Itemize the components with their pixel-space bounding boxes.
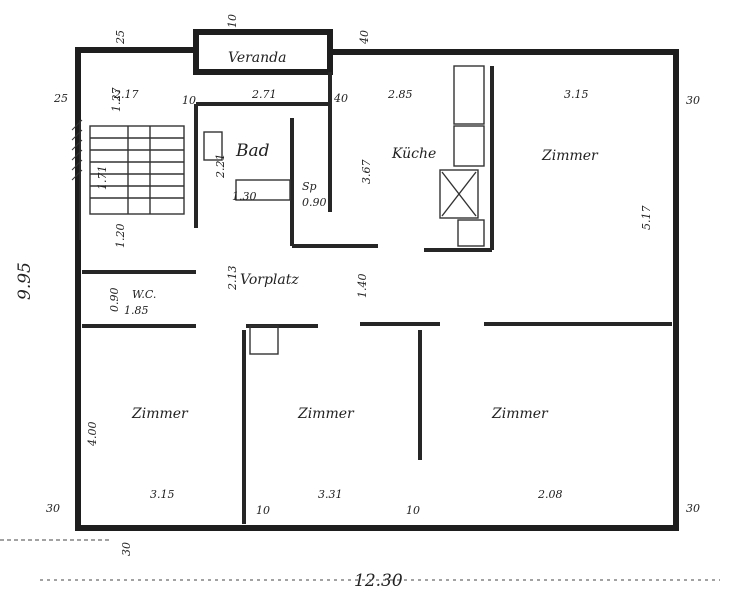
dim-wall-30-bottom: 30 <box>120 542 133 556</box>
wall-hatching <box>71 119 83 181</box>
staircase <box>89 125 185 215</box>
zimmer-bottom-mid-label: Zimmer <box>297 406 355 422</box>
stove <box>439 169 479 219</box>
interior-walls <box>82 66 672 524</box>
dim-wc-h: 0.90 <box>108 288 121 313</box>
dim-total-width: 12.30 <box>354 571 403 591</box>
dim-bad-h: 2.21 <box>214 154 227 180</box>
dim-wall-40-a: 40 <box>333 92 348 105</box>
kitchen-counter <box>453 65 485 167</box>
veranda-outline <box>193 29 333 75</box>
chimney-2 <box>457 219 485 247</box>
dim-wall-30-top-right: 30 <box>686 94 700 107</box>
dim-wall-30-left: 30 <box>46 502 60 515</box>
dim-room1-h: 4.00 <box>86 422 99 448</box>
vorplatz-label: Vorplatz <box>240 272 299 288</box>
dim-hall-w: 1.20 <box>114 224 127 249</box>
dim-wc-w: 1.85 <box>124 304 149 317</box>
dim-stair-w: 2.17 <box>113 88 139 101</box>
dim-wall-25-top: 25 <box>114 30 127 45</box>
outer-walls <box>75 29 679 531</box>
dim-wall-40-top: 40 <box>358 30 371 45</box>
dim-bad-sub: 1.30 <box>232 190 257 203</box>
dim-vorplatz-d: 1.40 <box>356 274 369 299</box>
bad-label: Bad <box>235 141 270 161</box>
veranda-label: Veranda <box>228 50 286 66</box>
dim-wall-10-a: 10 <box>182 94 196 107</box>
bath-tub <box>235 179 291 201</box>
zimmer-bottom-left-label: Zimmer <box>131 406 189 422</box>
dim-zimmer-h: 5.17 <box>640 206 653 231</box>
dim-stair-d: 1.27 <box>110 88 123 113</box>
dim-wall-10-top: 10 <box>226 14 239 28</box>
dim-wall-10-bottom-b: 10 <box>406 504 420 517</box>
dim-stair-l: 1.71 <box>96 166 109 191</box>
wash-basin <box>203 131 223 161</box>
dim-total-height: 9.95 <box>15 262 35 300</box>
dim-bad-w: 2.71 <box>251 88 277 101</box>
dim-kueche-w: 2.85 <box>387 88 413 101</box>
dim-kueche-h: 3.67 <box>360 160 373 185</box>
dim-room3-w: 2.08 <box>537 488 563 501</box>
zimmer-bottom-right-label: Zimmer <box>491 406 549 422</box>
dim-wall-30-right: 30 <box>686 502 700 515</box>
dim-sp-w: 0.90 <box>302 196 327 209</box>
dim-room1-w: 3.15 <box>150 488 175 501</box>
chimney-1 <box>249 325 279 355</box>
speise-label: Sp <box>302 180 317 193</box>
dim-vorplatz-h: 2.13 <box>226 266 239 292</box>
zimmer-top-right-label: Zimmer <box>541 148 599 164</box>
dim-zimmer-w: 3.15 <box>564 88 589 101</box>
dim-room2-w: 3.31 <box>318 488 343 501</box>
kueche-label: Küche <box>391 146 436 162</box>
wc-label: W.C. <box>132 288 156 301</box>
dim-wall-10-bottom-a: 10 <box>256 504 270 517</box>
dim-wall-25-left: 25 <box>53 92 68 105</box>
